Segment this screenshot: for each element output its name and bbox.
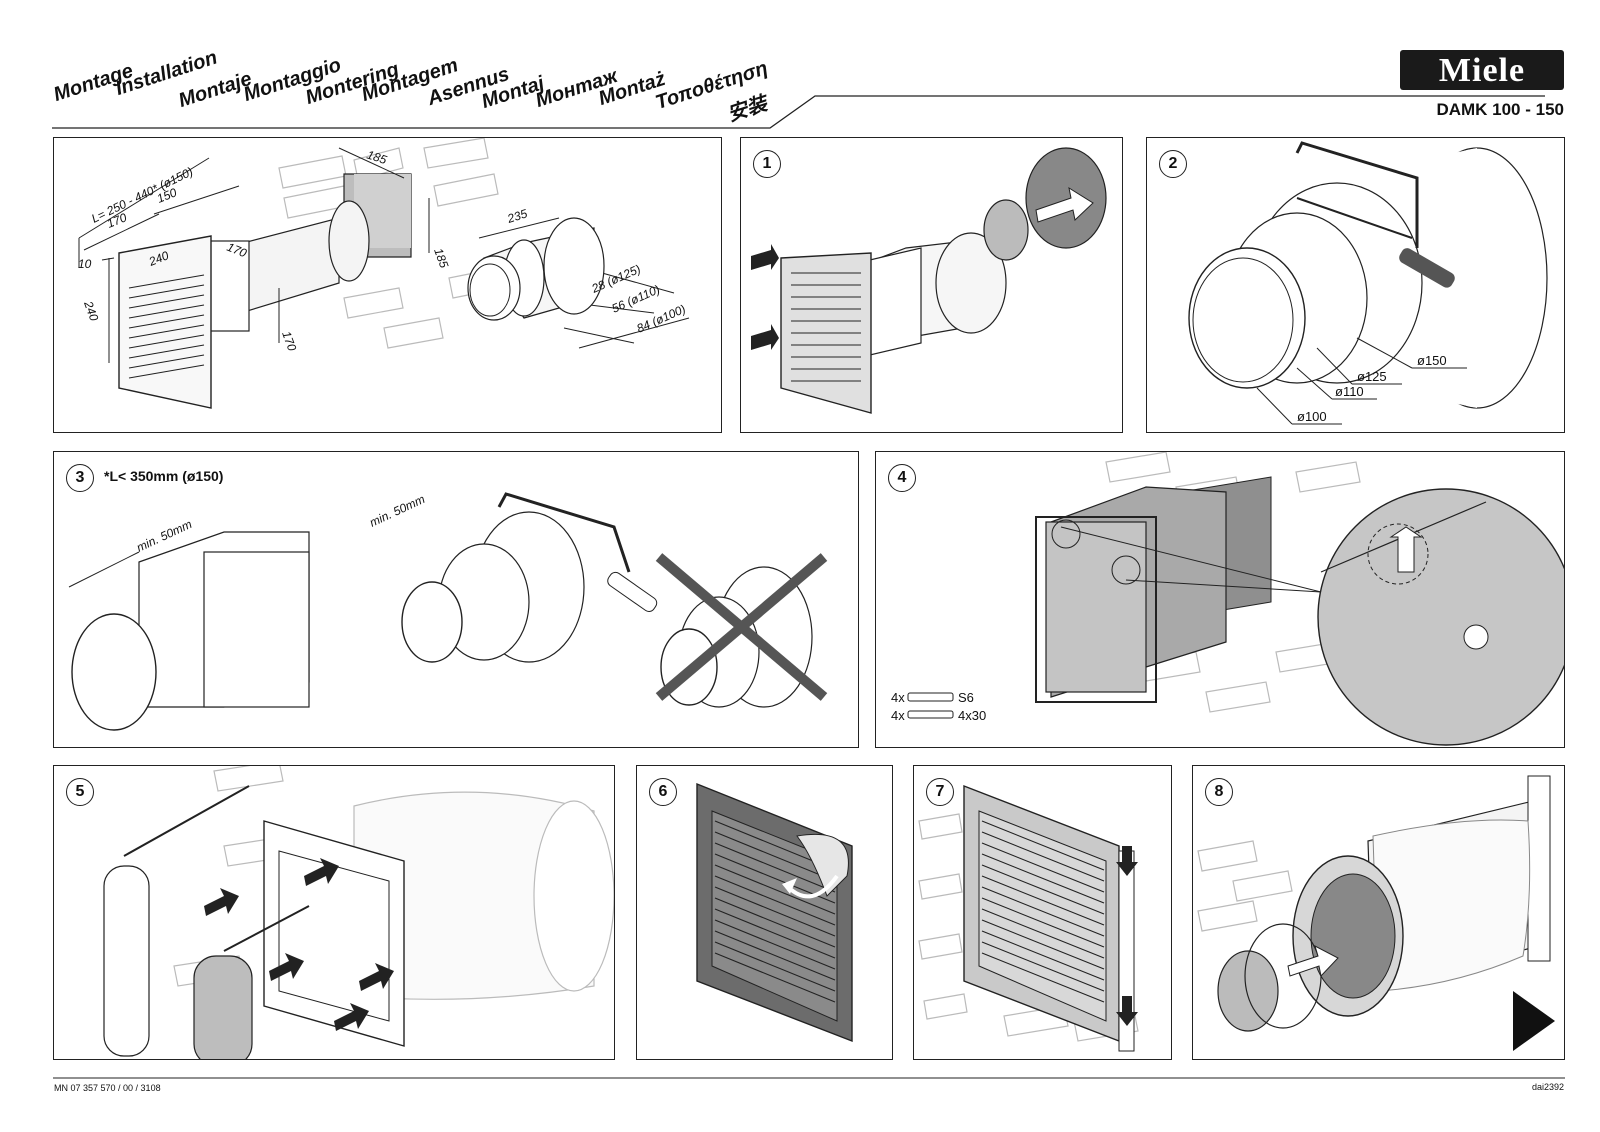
- step-4-drawing: 4x S6 4x 4x30: [891, 452, 1564, 746]
- diameter-150: ø150: [1417, 353, 1447, 368]
- dim-235: 235: [505, 206, 530, 226]
- parts-anchor-s6: S6: [958, 690, 974, 705]
- step-8-drawing: [1197, 775, 1555, 1051]
- anchor-icon: [907, 692, 954, 702]
- drawing-id: dai2392: [1531, 1082, 1564, 1092]
- panel-step-7: 7: [913, 765, 1172, 1060]
- diameter-110: ø110: [1335, 384, 1364, 399]
- dim-185-side: 185: [431, 246, 451, 270]
- dim-185-top: 185: [365, 148, 389, 168]
- document-number: MN 07 357 570 / 00 / 3108: [54, 1083, 161, 1093]
- step-number: 6: [649, 778, 677, 806]
- dim-length: L= 250 - 440* (ø150): [89, 164, 195, 225]
- step-number: 7: [926, 778, 954, 806]
- logo-text: Miele: [1438, 52, 1526, 89]
- panel-step-1: 1: [740, 137, 1123, 433]
- footer-rule: [53, 1077, 1565, 1079]
- length-note: *L< 350mm (ø150): [104, 468, 224, 484]
- dimension-drawing: L= 250 - 440* (ø150) 170 150 10 240 240 …: [78, 138, 690, 409]
- min-50mm-right: min. 50mm: [367, 492, 427, 530]
- parts-qty-screw: 4x: [891, 708, 905, 723]
- step-3-drawing: min. 50mm min. 50mm: [68, 492, 828, 731]
- step-number: 8: [1205, 778, 1233, 806]
- panel-dimensions: L= 250 - 440* (ø150) 170 150 10 240 240 …: [53, 137, 722, 433]
- dim-84: 84 (ø100): [635, 302, 688, 336]
- next-page-arrow-icon: [1513, 991, 1555, 1051]
- panel-step-8: 8: [1192, 765, 1565, 1060]
- model-label: DAMK 100 - 150: [1436, 100, 1564, 119]
- step-7-drawing: [918, 784, 1139, 1052]
- step-6-drawing: [696, 782, 853, 1043]
- step-number: 2: [1159, 150, 1187, 178]
- step-number: 4: [888, 464, 916, 492]
- panel-step-5: 5: [53, 765, 615, 1060]
- parts-qty-anchor: 4x: [891, 690, 905, 705]
- panel-step-3: 3 *L< 350mm (ø150) min. 50mm min. 50mm: [53, 451, 859, 748]
- diameter-100: ø100: [1297, 409, 1327, 424]
- step-number: 5: [66, 778, 94, 806]
- screw-icon: [907, 710, 954, 719]
- step-5-drawing: [103, 766, 614, 1059]
- step-1-drawing: [751, 147, 1107, 414]
- dim-240-vertical: 240: [81, 298, 101, 323]
- dim-10: 10: [78, 257, 92, 271]
- step-number: 1: [753, 150, 781, 178]
- diameter-125: ø125: [1357, 369, 1387, 384]
- step-2-drawing: ø150 ø125 ø110 ø100: [1188, 141, 1548, 425]
- panel-step-2: 2 ø150 ø125 ø110 ø100: [1146, 137, 1565, 433]
- miele-logo: Miele: [1400, 50, 1564, 90]
- panel-step-6: 6: [636, 765, 893, 1060]
- panel-step-4: 4 4x S6 4x 4x30: [875, 451, 1565, 748]
- parts-screw-4x30: 4x30: [958, 708, 986, 723]
- step-number: 3: [66, 464, 94, 492]
- dim-170-vertical: 170: [279, 329, 299, 353]
- header-rule: [52, 95, 1545, 129]
